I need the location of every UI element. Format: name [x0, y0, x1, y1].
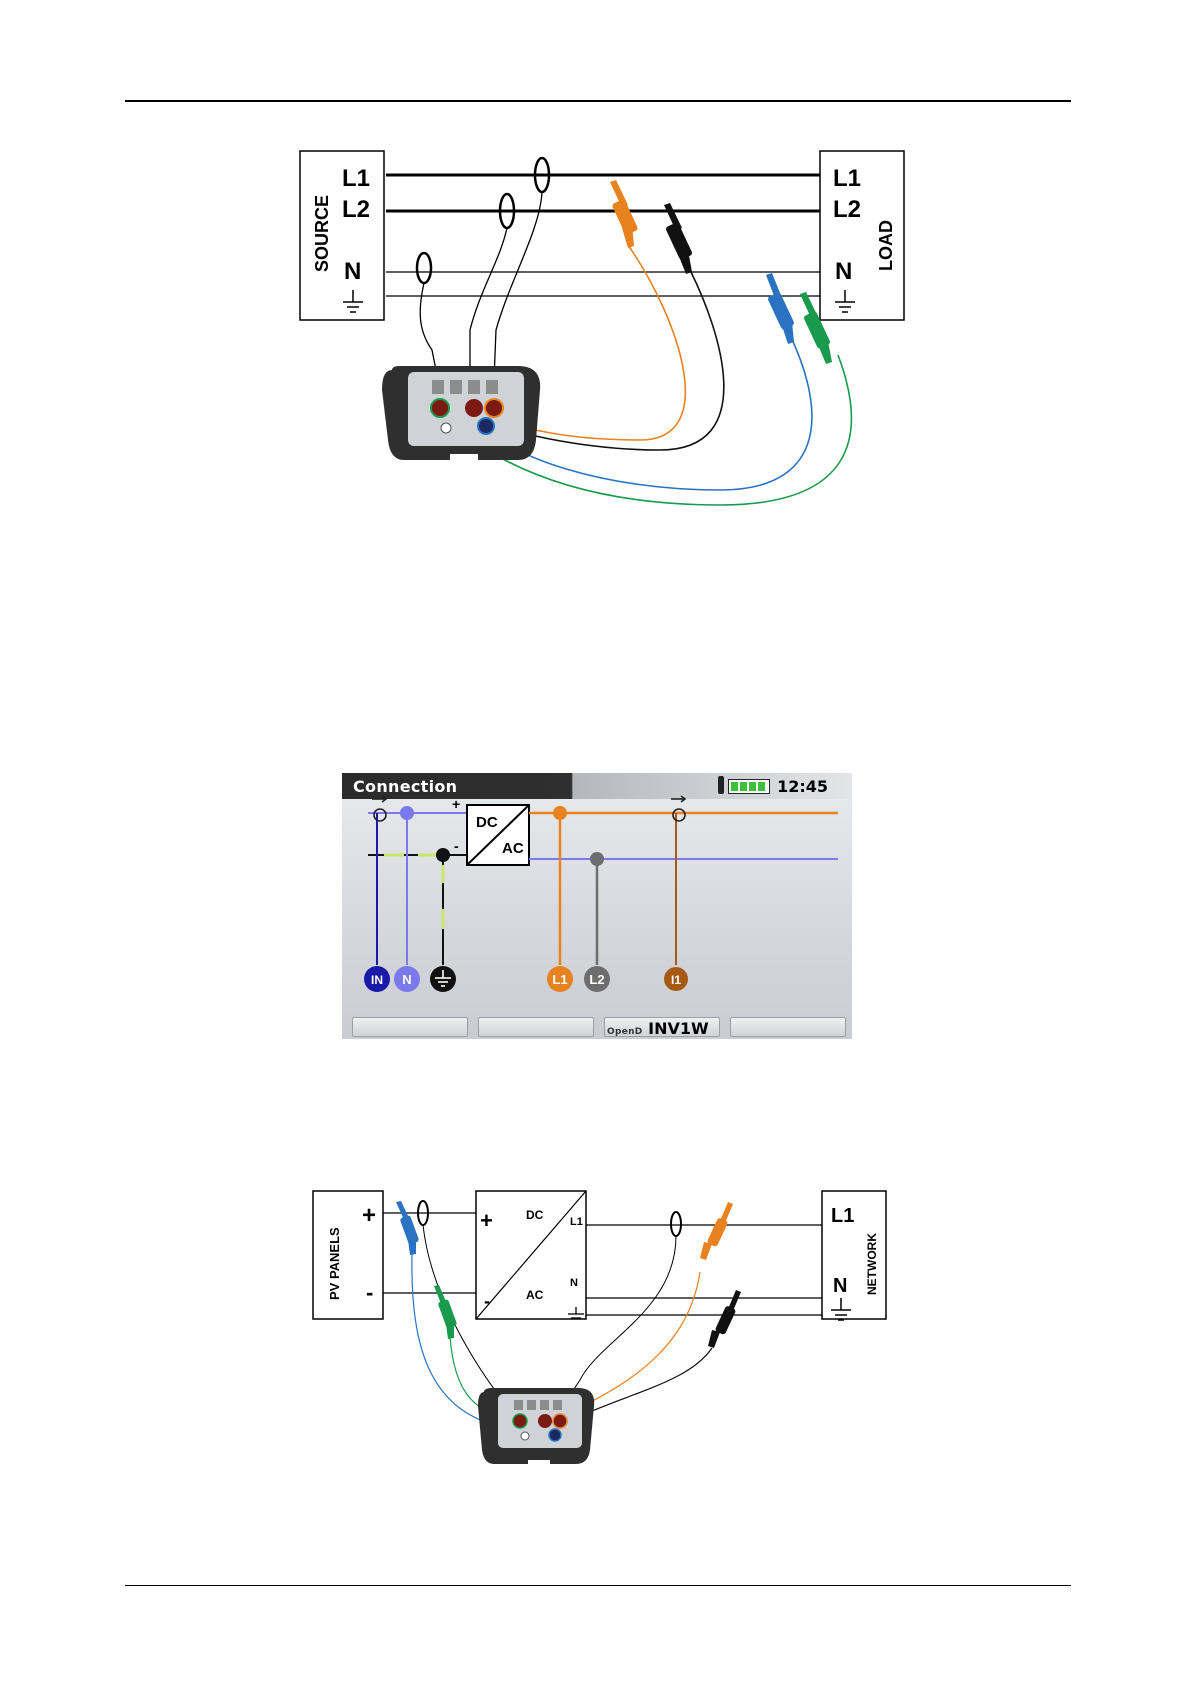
inverter-l1-label: L1 [570, 1216, 583, 1228]
load-line-n: N [835, 258, 852, 285]
inverter-minus: - [454, 838, 459, 854]
clamp-n-icon [417, 253, 431, 283]
clamp-ac-icon [671, 1212, 681, 1236]
clamp-i1-icon [671, 796, 685, 821]
probe-orange-icon [700, 1202, 733, 1260]
instrument-screen: Connection 12:45 DC AC + - [342, 773, 852, 1039]
terminal-i1: I1 [664, 967, 688, 991]
screen-diagram: DC AC + - IN N [342, 799, 852, 1039]
svg-text:L2: L2 [589, 972, 604, 987]
network-l1: L1 [831, 1205, 854, 1227]
figure-pv-inverter-connection: PV PANELS + - DC AC L1 N + - NETWORK L1 … [0, 1180, 1191, 1500]
softkey-4[interactable] [730, 1017, 846, 1037]
cable-black [580, 1348, 712, 1416]
screen-clock: 12:45 [777, 777, 828, 796]
cable-orange [570, 1272, 700, 1412]
terminal-l1: L1 [547, 966, 573, 992]
softkey-1[interactable] [352, 1017, 468, 1037]
probe-status-icon [718, 776, 724, 794]
pv-panels-label: PV PANELS [327, 1227, 342, 1300]
load-line-l2: L2 [833, 196, 861, 223]
probe-black-icon [708, 1290, 741, 1348]
pv-minus: - [366, 1280, 373, 1305]
probe-blue-icon [396, 1201, 419, 1255]
softkey-3-big: INV1W [648, 1019, 709, 1038]
pv-plus: + [362, 1202, 376, 1229]
terminal-n: N [394, 966, 420, 992]
terminal-ground-icon [430, 966, 456, 992]
probe-blue-icon [766, 273, 795, 344]
inverter-ac-label: AC [526, 1288, 544, 1302]
inverter-n-label: N [570, 1277, 578, 1289]
instrument-icon [382, 366, 540, 462]
instrument-icon [478, 1388, 594, 1466]
inverter-ac-label: AC [502, 840, 524, 857]
screen-header: Connection 12:45 [342, 773, 852, 799]
terminal-in: IN [364, 966, 390, 992]
inverter-plus: + [452, 796, 460, 812]
load-line-l1: L1 [833, 165, 861, 192]
inverter-minus: - [484, 1291, 490, 1311]
inverter-dc-label: DC [526, 1208, 544, 1222]
source-line-l1: L1 [342, 165, 370, 192]
svg-text:N: N [402, 972, 411, 987]
battery-icon [728, 779, 770, 794]
network-n: N [833, 1275, 847, 1297]
svg-text:IN: IN [371, 973, 383, 987]
source-line-l2: L2 [342, 196, 370, 223]
cable-clamp-n [420, 283, 438, 380]
screen-title: Connection [353, 777, 457, 796]
clamp-in-icon [372, 796, 386, 821]
probe-orange-icon [610, 180, 639, 248]
inverter-plus: + [480, 1208, 493, 1233]
softkey-2[interactable] [478, 1017, 594, 1037]
cable-blue [490, 335, 812, 490]
source-line-n: N [344, 258, 361, 285]
source-label: SOURCE [312, 195, 332, 272]
cable-clamp-l2 [470, 228, 507, 380]
network-label: NETWORK [865, 1233, 879, 1295]
footer-rule [125, 1585, 1071, 1586]
softkey-3-small: OpenD [607, 1027, 643, 1037]
terminal-l2: L2 [584, 966, 610, 992]
load-label: LOAD [876, 220, 896, 271]
svg-text:L1: L1 [552, 972, 567, 987]
softkey-3[interactable]: OpenD INV1W [604, 1017, 720, 1037]
inverter-dc-label: DC [476, 814, 498, 831]
figure-single-phase-connection: SOURCE L1 L2 N LOAD L1 L2 N [0, 0, 1191, 520]
svg-text:I1: I1 [671, 973, 681, 987]
probe-black-icon [664, 203, 693, 274]
